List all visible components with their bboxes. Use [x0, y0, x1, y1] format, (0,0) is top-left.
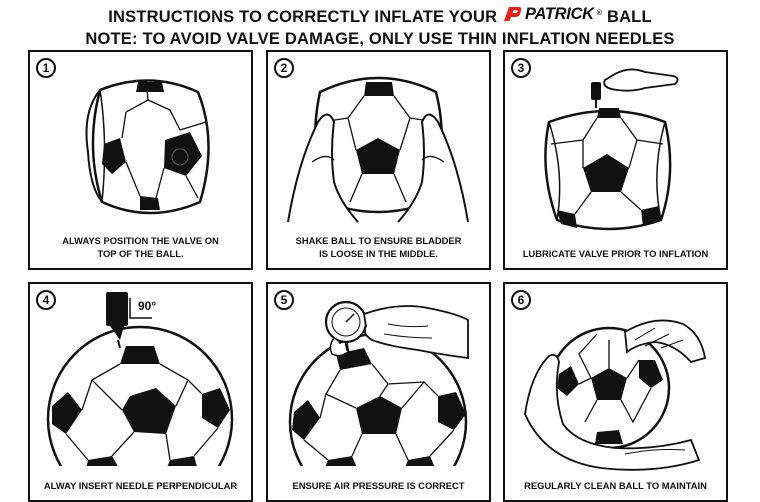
step-caption: SHAKE BALL TO ENSURE BLADDER IS LOOSE IN…: [272, 234, 485, 260]
step-caption: REGULARLY CLEAN BALL TO MAINTAIN: [509, 479, 722, 492]
pressure-gauge-illustration: [288, 300, 469, 466]
shake-ball-hands-illustration: [287, 76, 469, 223]
step-caption-line2: TOP OF THE BALL.: [97, 248, 184, 259]
instructions-header: INSTRUCTIONS TO CORRECTLY INFLATE YOUR P…: [0, 0, 760, 50]
header-title-suffix: BALL: [606, 8, 652, 26]
step-caption-line1: ENSURE AIR PRESSURE IS CORRECT: [292, 480, 465, 491]
step-caption-line1: ALWAYS POSITION THE VALVE ON: [62, 235, 219, 246]
step-panel-1: 1 ALWAYS POSITION THE VALVE ON TOP OF TH…: [28, 50, 253, 270]
brand-logo-group: PATRICK®: [502, 3, 602, 25]
step-caption: ALWAY INSERT NEEDLE PERPENDICULAR: [34, 479, 247, 492]
step-panel-6: 6 REGULARLY CLEAN BALL TO MAINTAIN: [503, 282, 728, 502]
step-caption-line1: ALWAY INSERT NEEDLE PERPENDICULAR: [43, 480, 238, 491]
angle-label: 90°: [138, 299, 156, 313]
deflated-ball-valve-top-illustration: [85, 79, 210, 215]
step-panel-3: 3 LUBRICATE VALVE PRIOR TO INFLATION: [503, 50, 728, 270]
step-caption-line1: SHAKE BALL TO ENSURE BLADDER: [295, 235, 462, 246]
step-number-badge: 3: [511, 58, 531, 78]
step-caption: LUBRICATE VALVE PRIOR TO INFLATION: [509, 247, 722, 260]
step-caption-line1: REGULARLY CLEAN BALL TO MAINTAIN: [524, 480, 707, 491]
step-caption-line2: IS LOOSE IN THE MIDDLE.: [319, 248, 438, 259]
patrick-logo-icon: [504, 7, 522, 21]
step-caption: ALWAYS POSITION THE VALVE ON TOP OF THE …: [34, 234, 247, 260]
step-caption-line1: LUBRICATE VALVE PRIOR TO INFLATION: [522, 248, 709, 259]
step-number-badge: 6: [511, 290, 531, 310]
needle-perpendicular-illustration: 90°: [46, 292, 234, 466]
header-title-prefix: INSTRUCTIONS TO CORRECTLY INFLATE YOUR: [108, 8, 498, 26]
step-number-badge: 2: [274, 58, 294, 78]
brand-name: PATRICK: [525, 5, 594, 23]
step-caption: ENSURE AIR PRESSURE IS CORRECT: [272, 479, 485, 492]
step-panel-4: 4 90° ALWAY INSERT NEEDLE PERPENDICULAR: [28, 282, 253, 502]
clean-ball-illustration: [524, 319, 707, 471]
step-panel-5: 5 ENSURE AIR PRESSURE IS CORRECT: [266, 282, 491, 502]
step-number-badge: 1: [36, 58, 56, 78]
step-number-badge: 5: [274, 290, 294, 310]
header-note-line: NOTE: TO AVOID VALVE DAMAGE, ONLY USE TH…: [85, 30, 675, 48]
step-number-badge: 4: [36, 290, 56, 310]
brand-mark: ®: [596, 10, 603, 17]
lubricate-valve-illustration: [544, 68, 679, 231]
step-panel-2: 2 SHAKE BALL TO ENSURE BLADDER IS LOOSE …: [266, 50, 491, 270]
header-title-line: INSTRUCTIONS TO CORRECTLY INFLATE YOUR P…: [0, 3, 760, 28]
